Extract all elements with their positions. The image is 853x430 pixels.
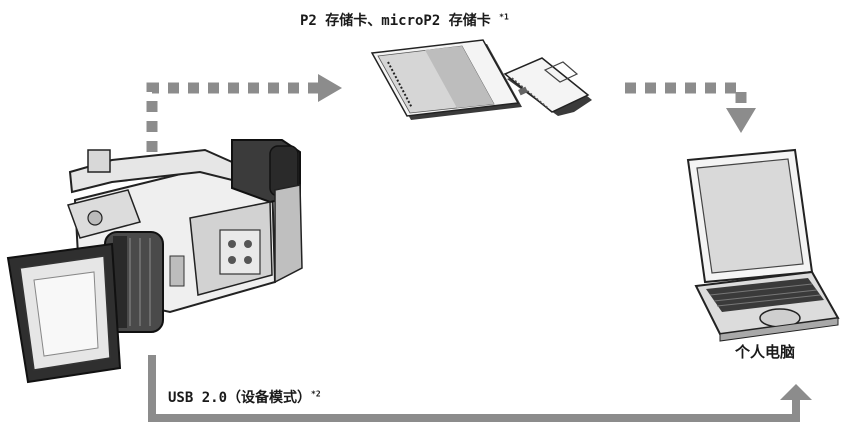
cards-footnote: *1 [499, 12, 509, 22]
p2-card-icon [370, 39, 522, 120]
cards-text: P2 存储卡、microP2 存储卡 [300, 13, 500, 29]
storage-cards-label: P2 存储卡、microP2 存储卡 *1 [300, 10, 509, 30]
dotted-arrow-to-cards [146, 74, 342, 152]
computer-label: 个人电脑 [735, 343, 796, 361]
microp2-card-icon [503, 57, 592, 116]
usb-text: USB 2.0（设备模式） [168, 390, 312, 406]
usb-footnote: *2 [311, 389, 321, 399]
usb-connection-line [148, 355, 812, 422]
camcorder-icon [6, 139, 303, 384]
laptop-icon [686, 148, 840, 342]
usb-label: USB 2.0（设备模式）*2 [168, 387, 321, 407]
dotted-arrow-to-computer [625, 82, 756, 133]
